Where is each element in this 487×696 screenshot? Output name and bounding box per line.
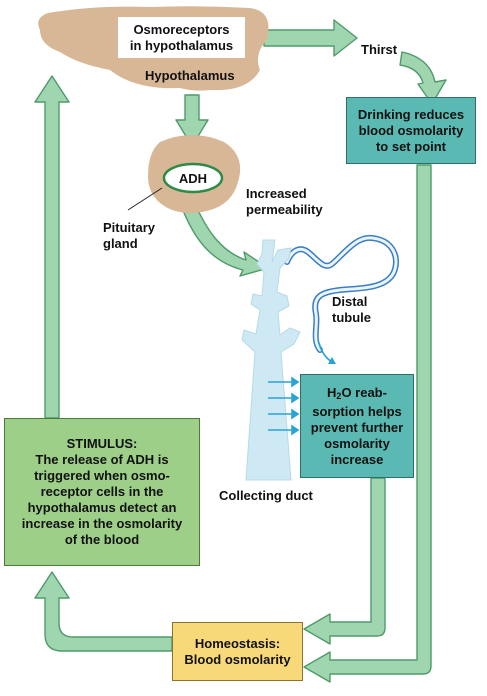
- stimulus-text: The release of ADH is triggered when osm…: [21, 452, 183, 547]
- stimulus-box: STIMULUS: The release of ADH is triggere…: [4, 418, 200, 566]
- arrow-adh-to-duct: [176, 191, 269, 277]
- water-reabsorption-arrows: [268, 376, 300, 436]
- arrow-hypothalamus-to-pituitary: [175, 94, 209, 147]
- tubule-flow-arrowhead: [328, 357, 336, 364]
- distal-tubule-label: Distal tubule: [332, 294, 371, 325]
- thirst-label: Thirst: [361, 42, 398, 57]
- arrow-reabsorption-to-homeostasis: [303, 477, 386, 645]
- adh-label: ADH: [178, 170, 208, 186]
- pituitary-leader-line: [127, 187, 163, 211]
- arrow-drinking-to-homeostasis: [303, 164, 432, 683]
- collecting-duct: [241, 239, 301, 481]
- stimulus-title: STIMULUS:: [66, 436, 138, 451]
- drinking-box: Drinking reduces blood osmolarity to set…: [346, 97, 476, 164]
- homeostasis-box: Homeostasis: Blood osmolarity: [172, 622, 303, 681]
- hypothalamus-label: Hypothalamus: [145, 68, 235, 83]
- collecting-duct-label: Collecting duct: [219, 488, 313, 503]
- osmoreceptors-label: Osmoreceptors in hypothalamus: [129, 21, 234, 53]
- arrow-thirst-to-drinking: [399, 51, 447, 105]
- reabsorption-box: H2O reab- sorption helps prevent further…: [300, 374, 414, 478]
- h2o-subscript: 2: [336, 390, 342, 401]
- distal-tubule-inner: [285, 236, 398, 352]
- reabsorption-first-line: H2O reab-: [327, 385, 387, 404]
- increased-permeability-label: Increased permeability: [246, 186, 323, 217]
- adh-oval: [162, 162, 224, 194]
- h2o-h: H: [327, 384, 337, 400]
- pituitary-gland-label: Pituitary gland: [103, 220, 156, 251]
- arrow-stimulus-to-hypothalamus: [34, 75, 70, 419]
- reabsorption-rest: sorption helps prevent further osmolarit…: [310, 403, 404, 467]
- osmoreceptors-box: [118, 17, 245, 58]
- arrow-homeostasis-to-stimulus: [34, 571, 173, 652]
- h2o-suffix: O reab-: [341, 384, 387, 400]
- arrow-hypothalamus-to-thirst: [263, 19, 358, 57]
